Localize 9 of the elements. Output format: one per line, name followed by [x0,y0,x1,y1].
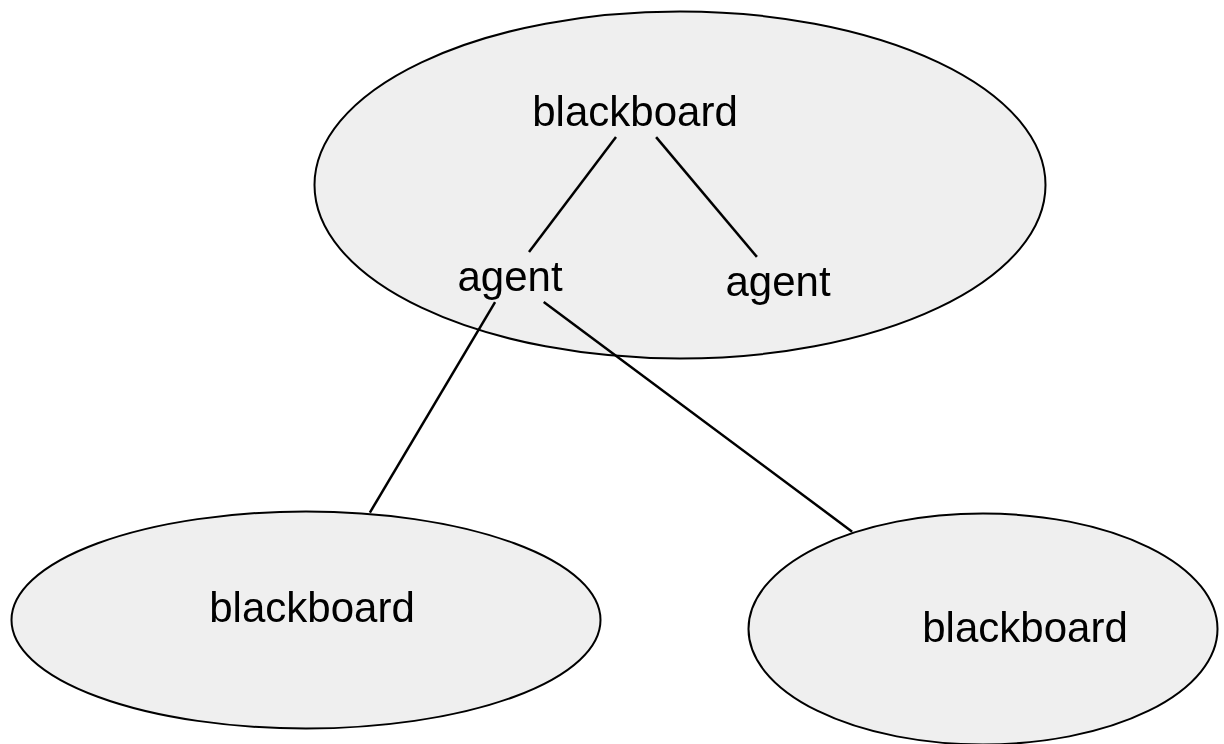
connector-line [528,136,617,253]
node-label: blackboard [209,584,415,632]
node-label: blackboard [922,604,1128,652]
connector-line [655,136,758,258]
node-label: agent [725,258,831,306]
node-label: blackboard [532,88,738,136]
connector-line [542,301,853,533]
connector-line [368,301,497,514]
node-label: agent [457,253,563,301]
